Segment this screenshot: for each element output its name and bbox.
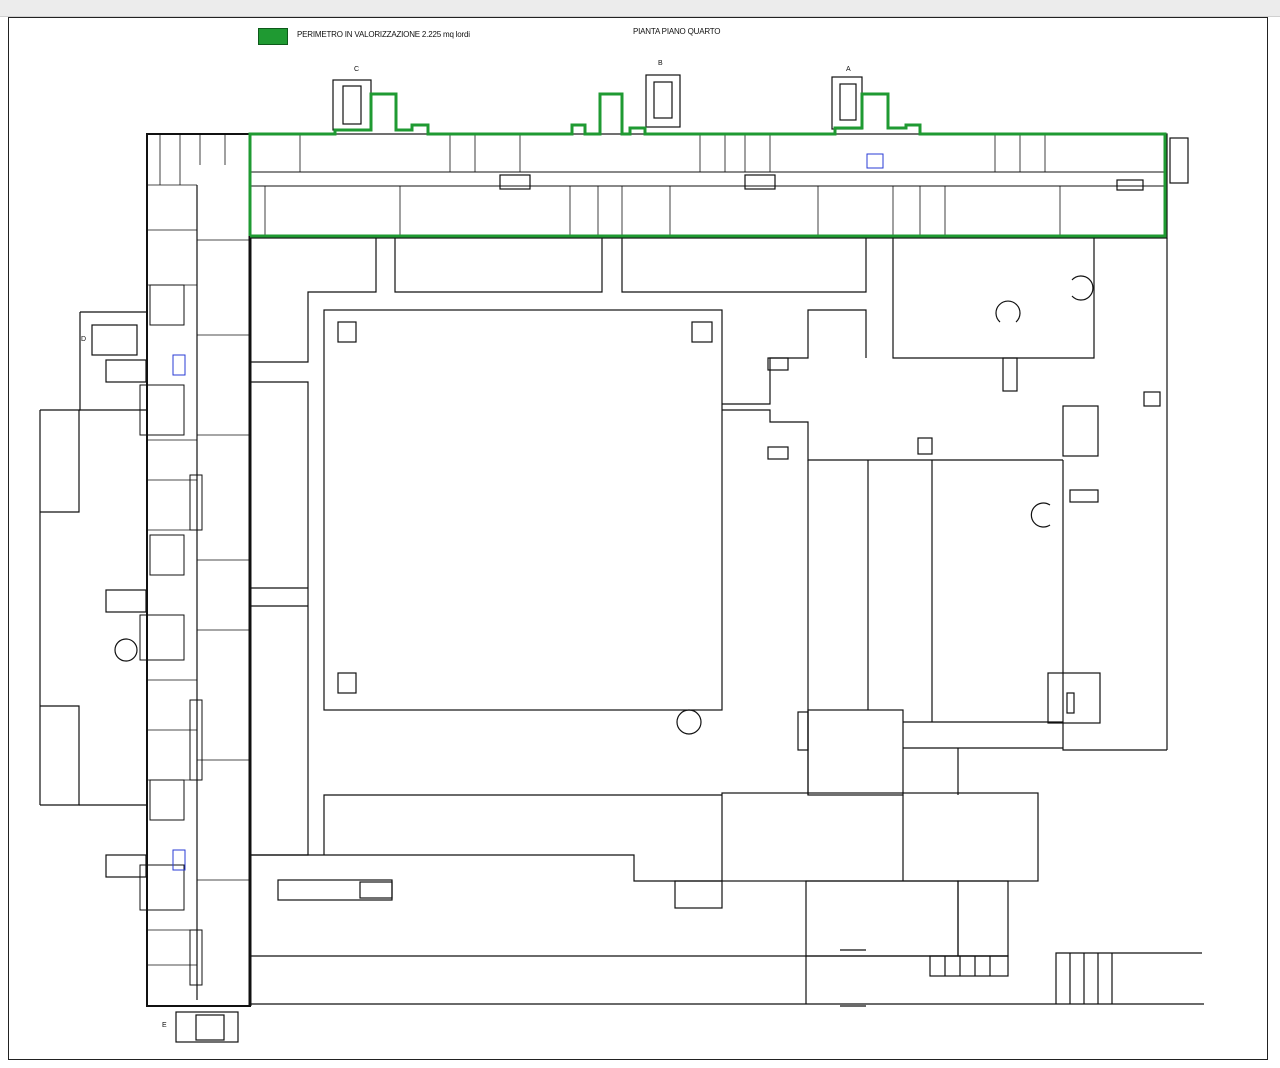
courtyard-structures bbox=[250, 238, 1204, 1007]
west-service-cores bbox=[139, 284, 203, 986]
north-wing-rooms bbox=[264, 134, 1061, 238]
legend-label: PERIMETRO IN VALORIZZAZIONE 2.225 mq lor… bbox=[297, 30, 470, 39]
core-label-e: E bbox=[162, 1022, 167, 1029]
core-label-a: A bbox=[846, 66, 851, 73]
annotation-marks bbox=[172, 153, 884, 871]
west-canopy bbox=[39, 400, 147, 806]
core-label-b: B bbox=[658, 60, 663, 67]
north-stair-cores bbox=[332, 74, 1189, 191]
viewer-top-bar bbox=[0, 0, 1280, 17]
central-courtyard-block bbox=[323, 309, 723, 711]
west-wing-outline bbox=[146, 133, 251, 1007]
drawing-sheet bbox=[8, 17, 1268, 1060]
legend-swatch bbox=[258, 28, 288, 45]
west-wing-rooms bbox=[147, 134, 250, 966]
core-label-d: D bbox=[81, 336, 87, 343]
west-stair-cores bbox=[79, 311, 239, 1043]
core-label-c: C bbox=[354, 66, 360, 73]
valorization-perimeter bbox=[248, 92, 1167, 238]
plan-title: PIANTA PIANO QUARTO bbox=[633, 27, 721, 36]
